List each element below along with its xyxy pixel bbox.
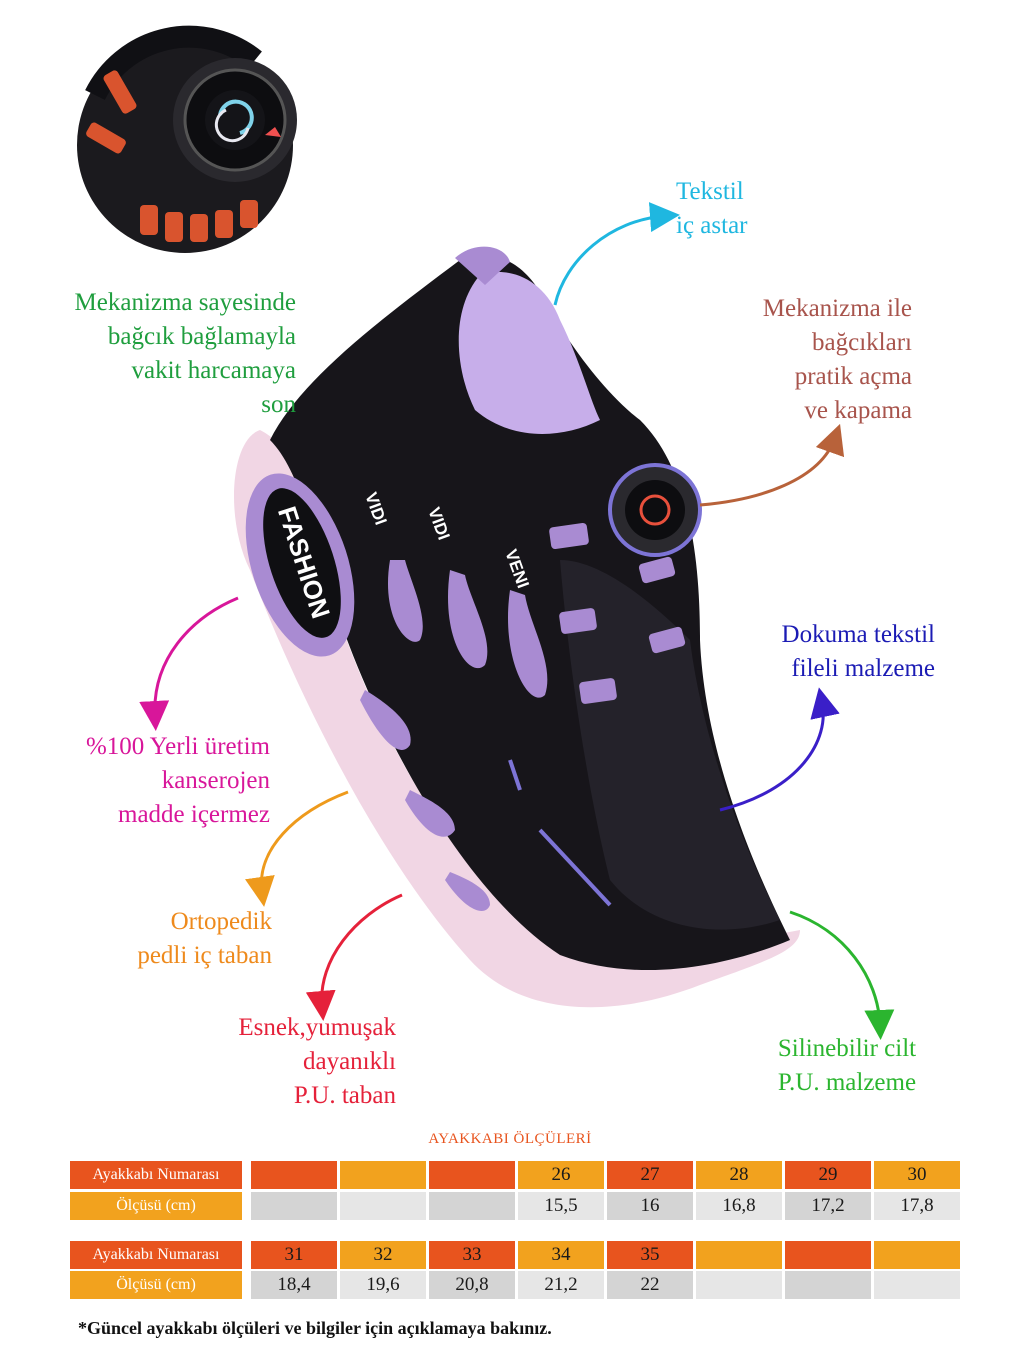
feature-lace-mechanism: Mekanizma ile bağcıkları pratik açma ve … xyxy=(762,295,912,424)
measure-cell: 19,6 xyxy=(340,1271,426,1299)
size-cell: 33 xyxy=(429,1241,515,1269)
measure-cell: 15,5 xyxy=(518,1192,604,1220)
size-cell: 26 xyxy=(518,1161,604,1189)
size-table-title: AYAKKABI ÖLÇÜLERİ xyxy=(428,1131,592,1147)
feature-pu-sole: Esnek,yumuşak dayanıklı P.U. taban xyxy=(238,1014,396,1109)
measure-cell: 21,2 xyxy=(518,1271,604,1299)
size-cell: 27 xyxy=(607,1161,693,1189)
arrow-textile-lining xyxy=(553,202,680,306)
measure-cell: 17,8 xyxy=(874,1192,960,1220)
feature-pu-leather: Silinebilir cilt P.U. malzeme xyxy=(777,1035,917,1096)
measure-cell: 16,8 xyxy=(696,1192,782,1220)
size-cell: 35 xyxy=(607,1241,693,1269)
size-cell xyxy=(340,1161,426,1189)
arrow-woven-mesh xyxy=(719,687,840,812)
measure-cell xyxy=(429,1192,515,1220)
feature-woven-mesh: Dokuma tekstil fileli malzeme xyxy=(781,621,935,682)
feature-orthopedic-insole: Ortopedik pedli iç taban xyxy=(137,908,272,969)
measure-cell xyxy=(340,1192,426,1220)
product-illustration: FASHION VIDI VIDI VENI xyxy=(77,25,895,1040)
arrow-orthopedic-insole xyxy=(245,790,349,907)
size-cell xyxy=(429,1161,515,1189)
size-cell xyxy=(251,1161,337,1189)
size-cell xyxy=(785,1241,871,1269)
measure-cell: 16 xyxy=(607,1192,693,1220)
arrow-local-production xyxy=(139,596,239,731)
size-cell xyxy=(696,1241,782,1269)
measure-cell xyxy=(785,1271,871,1299)
size-cell: 30 xyxy=(874,1161,960,1189)
measure-cell: 17,2 xyxy=(785,1192,871,1220)
measure-cell: 18,4 xyxy=(251,1271,337,1299)
size-cell xyxy=(874,1241,960,1269)
arrow-pu-leather xyxy=(789,910,895,1040)
measure-cell xyxy=(696,1271,782,1299)
measure-row-header: Ölçüsü (cm) xyxy=(70,1192,242,1220)
size-cell: 32 xyxy=(340,1241,426,1269)
size-cell: 28 xyxy=(696,1161,782,1189)
feature-local-production: %100 Yerli üretim kanserojen madde içerm… xyxy=(85,733,270,828)
measure-cell xyxy=(874,1271,960,1299)
measure-row-header: Ölçüsü (cm) xyxy=(70,1271,242,1299)
measure-cell: 20,8 xyxy=(429,1271,515,1299)
feature-mechanism-time: Mekanizma sayesinde bağcık bağlamayla va… xyxy=(74,289,296,418)
feature-textile-lining: Tekstil iç astar xyxy=(676,178,748,239)
size-cell: 34 xyxy=(518,1241,604,1269)
size-row-header: Ayakkabı Numarası xyxy=(70,1241,242,1269)
measure-cell: 22 xyxy=(607,1271,693,1299)
dial-closeup-image xyxy=(77,25,297,253)
size-row-header: Ayakkabı Numarası xyxy=(70,1161,242,1189)
arrow-pu-sole xyxy=(305,893,403,1021)
measure-cell xyxy=(251,1192,337,1220)
footnote: *Güncel ayakkabı ölçüleri ve bilgiler iç… xyxy=(78,1318,552,1338)
arrow-lace-mechanism xyxy=(699,423,845,507)
size-cell: 29 xyxy=(785,1161,871,1189)
sneaker-image: FASHION VIDI VIDI VENI xyxy=(233,246,800,1008)
size-cell: 31 xyxy=(251,1241,337,1269)
